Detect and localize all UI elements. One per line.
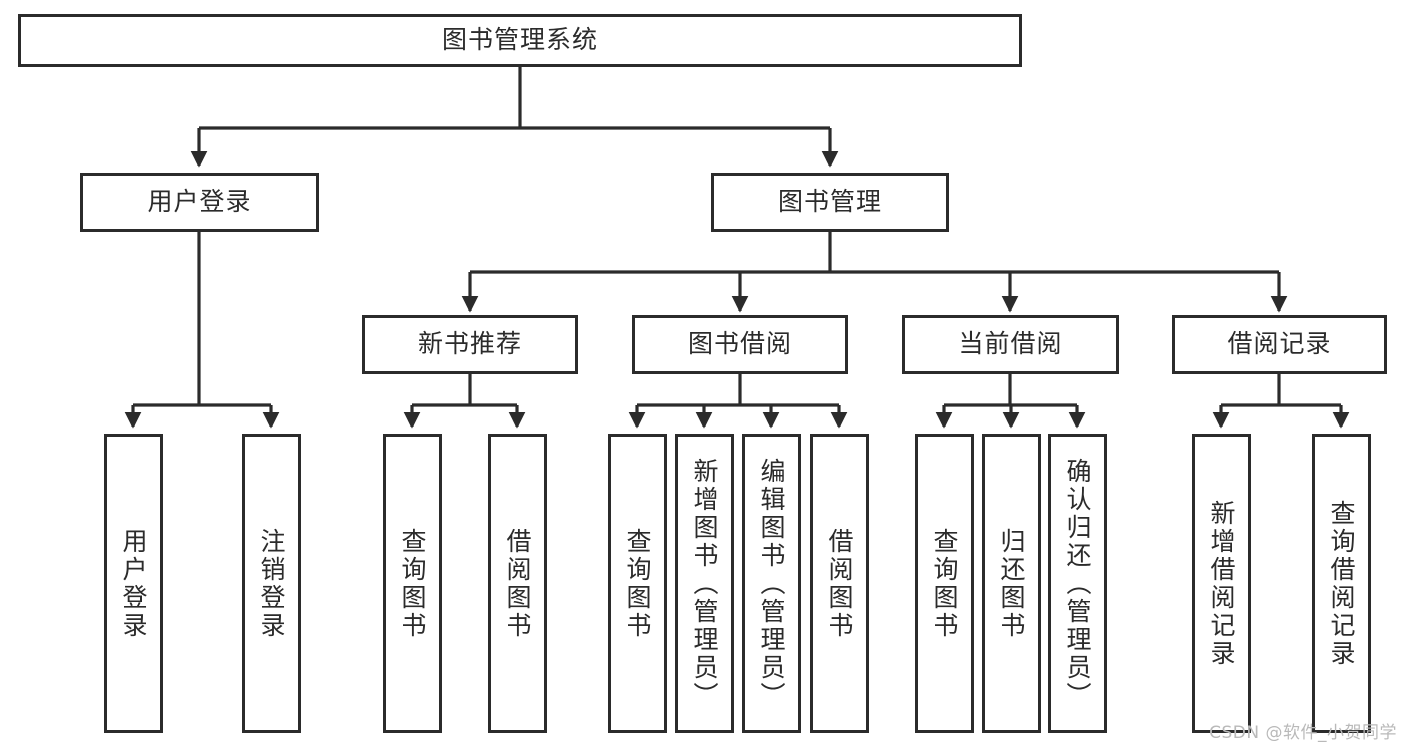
node-label: 借阅记录 bbox=[1227, 329, 1332, 359]
node-user-login[interactable]: 用户登录 bbox=[80, 173, 319, 232]
node-root-system[interactable]: 图书管理系统 bbox=[18, 14, 1022, 67]
node-label: 新增图书（管理员） bbox=[690, 457, 719, 710]
node-label: 图书管理 bbox=[777, 187, 882, 217]
node-label: 查询图书 bbox=[398, 527, 427, 640]
node-leaf-confirm-return-admin[interactable]: 确认归还（管理员） bbox=[1048, 434, 1107, 733]
node-leaf-add-borrow-record[interactable]: 新增借阅记录 bbox=[1192, 434, 1251, 733]
node-label: 当前借阅 bbox=[958, 329, 1063, 359]
node-leaf-query-borrow-record[interactable]: 查询借阅记录 bbox=[1312, 434, 1371, 733]
node-label: 查询图书 bbox=[623, 527, 652, 640]
node-label: 图书借阅 bbox=[687, 329, 792, 359]
node-label: 借阅图书 bbox=[825, 527, 854, 640]
node-book-borrow[interactable]: 图书借阅 bbox=[632, 315, 848, 374]
node-label: 用户登录 bbox=[147, 187, 252, 217]
node-label: 查询图书 bbox=[930, 527, 959, 640]
node-leaf-edit-book-admin[interactable]: 编辑图书（管理员） bbox=[742, 434, 801, 733]
node-label: 查询借阅记录 bbox=[1327, 499, 1356, 668]
csdn-watermark: CSDN @软件_小贺同学 bbox=[1209, 723, 1397, 743]
node-leaf-query-book-current[interactable]: 查询图书 bbox=[915, 434, 974, 733]
node-leaf-user-login[interactable]: 用户登录 bbox=[104, 434, 163, 733]
node-leaf-borrow-book[interactable]: 借阅图书 bbox=[810, 434, 869, 733]
node-current-borrow[interactable]: 当前借阅 bbox=[902, 315, 1119, 374]
node-label: 借阅图书 bbox=[503, 527, 532, 640]
node-label: 新书推荐 bbox=[417, 329, 522, 359]
node-label: 用户登录 bbox=[119, 527, 148, 640]
node-label: 新增借阅记录 bbox=[1207, 499, 1236, 668]
node-label: 归还图书 bbox=[997, 527, 1026, 640]
node-leaf-borrow-book-recommend[interactable]: 借阅图书 bbox=[488, 434, 547, 733]
node-leaf-add-book-admin[interactable]: 新增图书（管理员） bbox=[675, 434, 734, 733]
node-new-book-recommend[interactable]: 新书推荐 bbox=[362, 315, 578, 374]
node-borrow-records[interactable]: 借阅记录 bbox=[1172, 315, 1387, 374]
node-label: 编辑图书（管理员） bbox=[757, 457, 786, 710]
node-leaf-logout[interactable]: 注销登录 bbox=[242, 434, 301, 733]
node-leaf-query-book-recommend[interactable]: 查询图书 bbox=[383, 434, 442, 733]
node-book-management[interactable]: 图书管理 bbox=[711, 173, 949, 232]
node-label: 图书管理系统 bbox=[441, 25, 598, 55]
node-leaf-return-book[interactable]: 归还图书 bbox=[982, 434, 1041, 733]
node-label: 确认归还（管理员） bbox=[1063, 457, 1092, 710]
node-label: 注销登录 bbox=[257, 527, 286, 640]
node-leaf-query-book-borrow[interactable]: 查询图书 bbox=[608, 434, 667, 733]
